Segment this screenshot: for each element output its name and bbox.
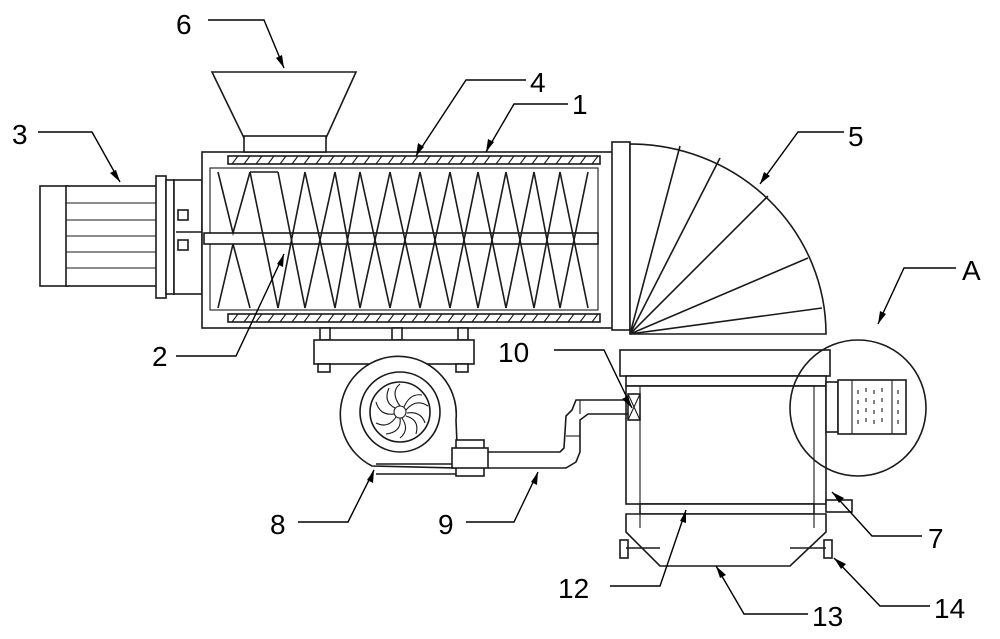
elbow-duct	[611, 141, 827, 335]
label-14: 14	[934, 593, 965, 624]
leader-lines	[38, 19, 956, 615]
label-9: 9	[438, 509, 454, 540]
label-1: 1	[572, 89, 588, 120]
label-7: 7	[928, 523, 944, 554]
label-a: A	[962, 255, 981, 286]
callout-labels: 6 4 1 3 5 A 2 10 8 9 7 12 13 14	[12, 9, 981, 632]
motor	[39, 175, 204, 299]
label-10: 10	[498, 337, 529, 368]
label-5: 5	[848, 121, 864, 152]
label-3: 3	[12, 119, 28, 150]
collection-box	[619, 349, 853, 567]
feed-hopper	[210, 71, 358, 153]
label-4: 4	[530, 67, 546, 98]
liner-hatch	[231, 155, 599, 323]
air-pipe	[376, 393, 641, 477]
label-13: 13	[812, 601, 843, 632]
label-12: 12	[558, 573, 589, 604]
label-8: 8	[270, 509, 286, 540]
detail-a-filter	[789, 339, 927, 477]
label-2: 2	[152, 341, 168, 372]
screw-conveyor	[203, 171, 599, 309]
label-6: 6	[176, 9, 192, 40]
blower-fan	[339, 355, 459, 469]
